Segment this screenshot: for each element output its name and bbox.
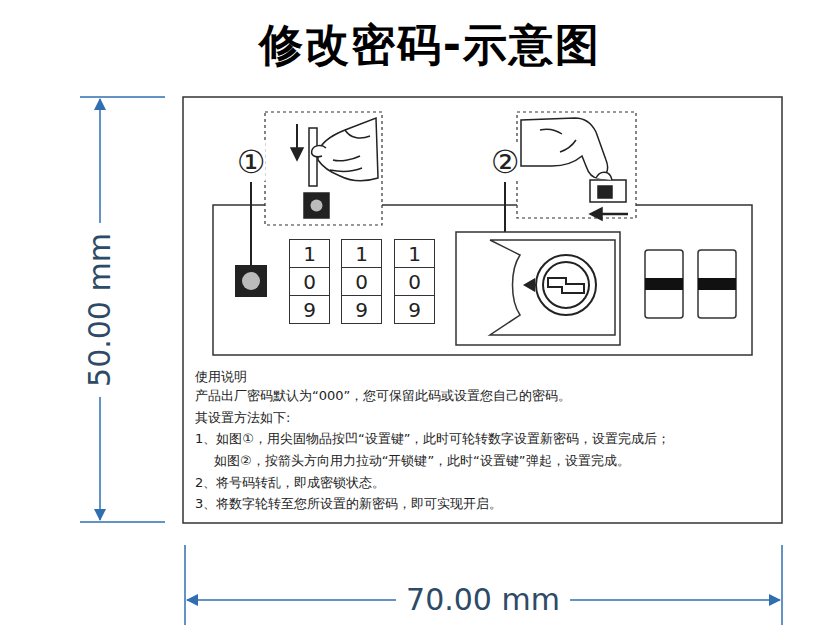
digit: 9 — [303, 298, 316, 322]
digit: 0 — [355, 270, 368, 294]
digit-cell: 0 — [394, 267, 435, 296]
press-hand — [291, 118, 378, 218]
pull-hand — [521, 118, 628, 220]
digit: 9 — [408, 298, 421, 322]
digit: 1 — [408, 242, 421, 266]
inset-pull — [517, 112, 636, 218]
digit-cell: 9 — [289, 295, 330, 324]
note-line: 1、如图①，用尖固物品按凹“设置键”，此时可轮转数字设置新密码，设置完成后； — [195, 431, 670, 447]
callout-number: ② — [491, 143, 520, 181]
lock-cylinder — [536, 255, 596, 315]
digit-cell: 9 — [341, 295, 382, 324]
setting-key-dot — [242, 272, 260, 290]
note-heading: 使用说明 — [195, 369, 247, 385]
key-slot — [548, 278, 584, 293]
leader-line — [250, 182, 252, 265]
digit-cell: 1 — [394, 239, 435, 268]
indicator-windows — [645, 250, 736, 318]
lock-cylinder-inner — [543, 262, 589, 308]
setting-key — [235, 265, 267, 297]
digit-cell: 0 — [341, 267, 382, 296]
digit-cell: 1 — [341, 239, 382, 268]
dimension-lines — [80, 97, 782, 625]
digit-cell: 1 — [289, 239, 330, 268]
note-line: 产品出厂密码默认为“000”，您可保留此码或设置您自己的密码。 — [195, 388, 571, 404]
label-outline — [183, 97, 782, 523]
dimension-text: 70.00 mm — [396, 582, 570, 618]
digit: 1 — [303, 242, 316, 266]
dimension-text: 50.00 mm — [82, 223, 118, 397]
digit: 0 — [303, 270, 316, 294]
callout-number: ① — [237, 143, 266, 181]
lock-panel — [213, 205, 752, 355]
digit: 0 — [408, 270, 421, 294]
unlock-key — [490, 240, 615, 335]
note-line: 其设置方法如下: — [195, 410, 290, 426]
pointer — [523, 278, 535, 292]
note-line: 3、将数字轮转至您所设置的新密码，即可实现开启。 — [195, 496, 502, 512]
digit-cell: 0 — [289, 267, 330, 296]
note-line: 如图②，按箭头方向用力拉动“开锁键”，此时“设置键”弹起，设置完成。 — [214, 453, 630, 469]
title: 修改密码-示意图 — [259, 16, 601, 75]
note-line: 2、将号码转乱，即成密锁状态。 — [195, 475, 385, 491]
digit-cell: 9 — [394, 295, 435, 324]
digit: 1 — [355, 242, 368, 266]
unlock-housing — [456, 232, 620, 345]
inset-press — [265, 112, 382, 225]
digit: 9 — [355, 298, 368, 322]
